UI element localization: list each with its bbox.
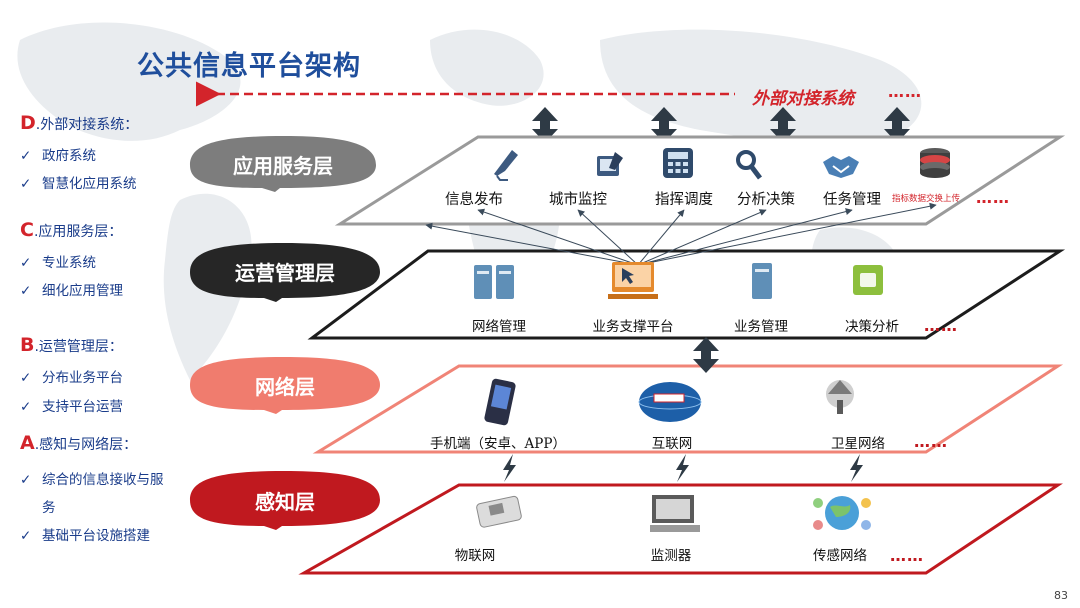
lightning-icon xyxy=(850,454,863,482)
module-sensor-network: 传感网络 xyxy=(813,548,867,564)
link-arrow xyxy=(637,208,853,266)
application-layer-plane xyxy=(334,135,1066,226)
monitor-edit-icon xyxy=(597,152,623,176)
module-internet: 互联网 xyxy=(651,436,693,452)
database-icon xyxy=(920,148,950,178)
link-arrow xyxy=(637,209,685,266)
module-data-exchange-upload: 指标数据交换上传 xyxy=(892,194,961,204)
satellite-icon xyxy=(826,380,854,414)
tower-icon xyxy=(752,263,772,299)
computer-cursor-icon xyxy=(608,262,658,299)
network-layer-pill xyxy=(190,357,380,414)
check-icon: ✓ xyxy=(20,399,32,415)
module-analysis-decision: 分析决策 xyxy=(737,192,795,208)
module-mobile: 手机端（安卓、APP） xyxy=(430,436,566,452)
page-number: 83 xyxy=(1054,589,1068,602)
link-arrow xyxy=(477,208,639,266)
sidebar-heading-c: C.应用服务层： xyxy=(20,219,123,241)
globe-icon xyxy=(638,382,702,422)
ellipsis: …… xyxy=(914,432,948,451)
check-icon: ✓ xyxy=(20,370,32,386)
check-icon: ✓ xyxy=(20,472,32,488)
check-icon: ✓ xyxy=(20,283,32,299)
sidebar-item: ✓政府系统 xyxy=(20,148,96,164)
lightning-icon xyxy=(503,454,516,482)
sidebar-item: ✓专业系统 xyxy=(20,255,96,271)
module-decision-analysis: 决策分析 xyxy=(845,319,899,335)
module-satellite-network: 卫星网络 xyxy=(831,436,885,452)
sidebar-heading-d: D.外部对接系统： xyxy=(20,112,139,134)
page-title: 公共信息平台架构 xyxy=(137,51,361,82)
phone-icon xyxy=(484,378,516,426)
magnifier-icon xyxy=(736,150,762,180)
module-business-management: 业务管理 xyxy=(734,319,788,335)
terminal-icon xyxy=(650,495,700,532)
check-icon: ✓ xyxy=(20,148,32,164)
module-info-publish: 信息发布 xyxy=(445,192,503,208)
link-arrow xyxy=(637,209,767,266)
sidebar-item: ✓支持平台运营 xyxy=(20,399,123,415)
link-arrow xyxy=(425,222,639,266)
check-icon: ✓ xyxy=(20,255,32,271)
module-monitor-device: 监测器 xyxy=(650,548,692,564)
sidebar-item: ✓细化应用管理 xyxy=(20,283,123,299)
link-arrow xyxy=(577,209,639,266)
operations-layer-label: 运营管理层 xyxy=(235,261,335,285)
usb-device-icon xyxy=(476,495,522,528)
lightning-icon xyxy=(676,454,689,482)
sensor-globe-icon xyxy=(813,496,871,530)
module-task-management: 任务管理 xyxy=(823,192,881,208)
ellipsis: …… xyxy=(890,546,924,565)
external-system-label: 外部对接系统 xyxy=(752,89,854,109)
sidebar-item: ✓基础平台设施搭建 xyxy=(20,528,150,544)
calculator-icon xyxy=(663,148,693,178)
module-iot: 物联网 xyxy=(454,548,496,564)
module-network-management: 网络管理 xyxy=(472,319,526,335)
sidebar-heading-b: B.运营管理层： xyxy=(20,334,123,356)
box-icon xyxy=(853,265,883,295)
sidebar-item: ✓综合的信息接收与服 xyxy=(20,472,164,488)
sidebar-heading-a: A.感知与网络层： xyxy=(20,432,138,454)
perception-layer-label: 感知层 xyxy=(255,490,315,514)
perception-layer-pill xyxy=(190,471,380,530)
server-icon xyxy=(474,265,514,299)
handshake-icon xyxy=(823,156,859,178)
module-business-support-platform: 业务支撑平台 xyxy=(592,319,674,335)
application-layer-pill xyxy=(190,136,376,192)
network-layer-label: 网络层 xyxy=(255,375,315,399)
sidebar-item-continued: 务 xyxy=(42,500,56,516)
ellipsis: …… xyxy=(888,82,922,101)
module-city-monitor: 城市监控 xyxy=(549,192,607,208)
module-command-dispatch: 指挥调度 xyxy=(655,192,713,208)
check-icon: ✓ xyxy=(20,176,32,192)
sidebar-item: ✓智慧化应用系统 xyxy=(20,176,137,192)
ellipsis: …… xyxy=(976,188,1010,207)
sidebar-item: ✓分布业务平台 xyxy=(20,370,123,386)
operations-layer-pill xyxy=(190,243,380,302)
check-icon: ✓ xyxy=(20,528,32,544)
link-arrow xyxy=(637,202,937,266)
pen-icon xyxy=(494,150,518,181)
ellipsis: …… xyxy=(924,316,958,335)
application-layer-label: 应用服务层 xyxy=(233,154,333,178)
